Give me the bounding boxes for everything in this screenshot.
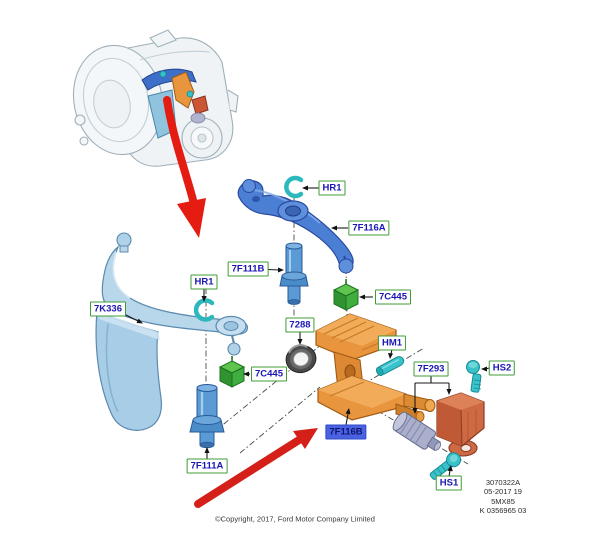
part-7f116b-bracket — [315, 313, 436, 422]
leader-lines — [121, 185, 490, 478]
plate-revision: K 0356965 03 — [479, 506, 527, 516]
part-hs1-bolt — [429, 452, 462, 480]
part-7f116a-roll-restrictor — [237, 179, 354, 274]
part-7f293-bracket — [436, 392, 485, 457]
part-7c445-insulator-lower — [218, 356, 246, 388]
copyright-notice: ©Copyright, 2017, Ford Motor Company Lim… — [215, 514, 375, 524]
part-label-7c445-right[interactable]: 7C445 — [375, 289, 411, 305]
red-curved-arrow — [163, 96, 206, 238]
red-annotation-arrow — [194, 428, 318, 508]
part-label-hs1[interactable]: HS1 — [435, 475, 463, 491]
part-7288-bushing — [285, 344, 317, 374]
plate-date: 05-2017 19 — [484, 487, 522, 497]
part-7f293-damper — [392, 411, 442, 452]
part-7f111b-stud — [279, 242, 309, 305]
part-7c445-insulator-upper — [332, 279, 360, 311]
part-label-hs2[interactable]: HS2 — [488, 360, 516, 376]
part-hr1-clip-lower — [193, 298, 215, 322]
plate-number: 3070322A — [485, 478, 521, 487]
part-hs2-bolt — [466, 360, 482, 393]
part-label-hr1-upper[interactable]: HR1 — [318, 180, 346, 196]
part-label-7f111a[interactable]: 7F111A — [186, 458, 228, 474]
part-hm1-pin — [375, 356, 405, 377]
part-label-7f116b-selected[interactable]: 7F116B — [325, 424, 367, 440]
plate-info: 3070322A 05-2017 19 5MX85 K 0356965 03 — [455, 478, 551, 516]
part-label-7k336[interactable]: 7K336 — [90, 301, 126, 317]
part-label-7f116a[interactable]: 7F116A — [348, 220, 390, 236]
plate-code: 5MX85 — [491, 496, 515, 506]
part-label-7f293[interactable]: 7F293 — [413, 361, 449, 377]
part-label-7f111b[interactable]: 7F111B — [227, 261, 269, 277]
part-hr1-clip-upper — [284, 175, 304, 199]
part-7k336-bracket — [95, 232, 249, 431]
part-label-hr1-lower[interactable]: HR1 — [190, 274, 218, 290]
part-label-7288[interactable]: 7288 — [285, 317, 315, 333]
part-7f111a-stud — [189, 384, 225, 449]
gearbox-illustration — [72, 29, 239, 167]
part-label-7c445-left[interactable]: 7C445 — [251, 366, 287, 382]
part-label-hm1[interactable]: HM1 — [377, 335, 407, 351]
